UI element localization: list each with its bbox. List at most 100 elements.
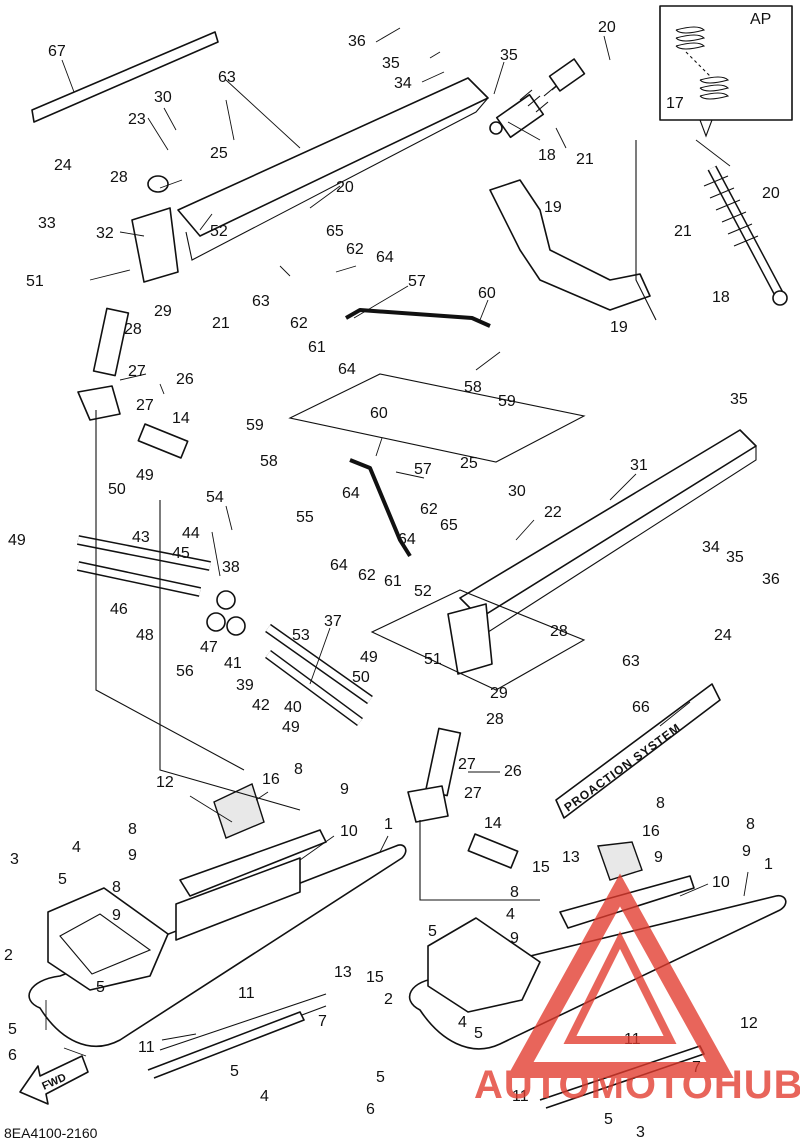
callout-9: 9	[742, 843, 751, 860]
callout-14: 14	[484, 815, 502, 832]
callout-49: 49	[136, 467, 154, 484]
callout-25: 25	[210, 145, 228, 162]
callout-23: 23	[128, 111, 146, 128]
callout-59: 59	[246, 417, 264, 434]
callout-52: 52	[210, 223, 228, 240]
callout-32: 32	[96, 225, 114, 242]
callout-28: 28	[124, 321, 142, 338]
callout-9: 9	[128, 847, 137, 864]
alt-parts-label: AP	[750, 11, 771, 28]
callout-65: 65	[326, 223, 344, 240]
ski-right	[408, 875, 787, 1109]
callout-60: 60	[478, 285, 496, 302]
callout-3: 3	[10, 851, 19, 868]
bushing-14-bottom	[467, 833, 519, 869]
callout-53: 53	[292, 627, 310, 644]
callout-48: 48	[136, 627, 154, 644]
callout-10: 10	[340, 823, 358, 840]
callout-11: 11	[138, 1039, 155, 1056]
callout-49: 49	[282, 719, 300, 736]
callout-24: 24	[54, 157, 72, 174]
shock-absorber-top	[489, 58, 586, 139]
parts-layer	[19, 5, 793, 1109]
callout-27: 27	[128, 363, 146, 380]
callout-56: 56	[176, 663, 194, 680]
callout-9: 9	[340, 781, 349, 798]
callout-29: 29	[154, 303, 172, 320]
callout-47: 47	[200, 639, 218, 656]
callout-26: 26	[504, 763, 522, 780]
callout-11: 11	[512, 1088, 529, 1105]
watermark-logo: AUTOMOTOHUB	[474, 873, 800, 1107]
tie-rod-57-lower	[349, 458, 412, 558]
callout-7: 7	[318, 1013, 327, 1030]
callout-4: 4	[72, 839, 81, 856]
callout-33: 33	[38, 215, 56, 232]
callout-27: 27	[136, 397, 154, 414]
callout-62: 62	[420, 501, 438, 518]
callout-30: 30	[154, 89, 172, 106]
tie-rod-57-upper	[345, 308, 491, 328]
spindle-16-left	[213, 783, 265, 839]
tie-rod-assembly	[76, 535, 373, 727]
callout-51: 51	[26, 273, 44, 290]
callout-28: 28	[550, 623, 568, 640]
watermark-triangle-icon	[506, 873, 734, 1078]
callout-17: 17	[666, 95, 684, 112]
callout-8: 8	[294, 761, 303, 778]
callout-50: 50	[352, 669, 370, 686]
callout-24: 24	[714, 627, 732, 644]
callout-15: 15	[366, 969, 384, 986]
callout-43: 43	[132, 529, 150, 546]
callout-12: 12	[156, 774, 174, 791]
alt-box-pointer	[699, 119, 713, 138]
callout-63: 63	[622, 653, 640, 670]
callout-61: 61	[308, 339, 326, 356]
spindle-16-right	[597, 841, 643, 881]
callout-13: 13	[562, 849, 580, 866]
callout-4: 4	[260, 1088, 269, 1105]
callout-59: 59	[498, 393, 516, 410]
guide-line-shock	[635, 140, 657, 321]
callout-1: 1	[384, 816, 393, 833]
callout-5: 5	[474, 1025, 483, 1042]
callout-21: 21	[576, 151, 594, 168]
bushing-14-top	[137, 423, 189, 459]
alt-parts-box	[659, 5, 793, 121]
callout-8: 8	[112, 879, 121, 896]
leader-lines	[45, 27, 749, 1057]
callout-13: 13	[334, 964, 352, 981]
upper-arm-left-bottom	[185, 97, 489, 261]
callout-64: 64	[342, 485, 360, 502]
callout-54: 54	[206, 489, 224, 506]
callout-49: 49	[8, 532, 26, 549]
callout-10: 10	[712, 874, 730, 891]
callout-21: 21	[674, 223, 692, 240]
callout-62: 62	[358, 567, 376, 584]
decal-strip-left	[31, 31, 219, 123]
callout-39: 39	[236, 677, 254, 694]
callout-3: 3	[636, 1124, 645, 1141]
guide-line-vertical-left-2	[159, 500, 301, 811]
fwd-arrow-icon	[19, 1055, 89, 1105]
shock-absorber-right	[703, 165, 788, 306]
callout-49: 49	[360, 649, 378, 666]
catalog-code: 8EA4100-2160	[4, 1125, 98, 1141]
callout-14: 14	[172, 410, 190, 427]
guide-line-vertical-left	[95, 410, 245, 771]
callout-21: 21	[212, 315, 230, 332]
callout-11: 11	[238, 985, 255, 1002]
callout-44: 44	[182, 525, 200, 542]
callout-8: 8	[746, 816, 755, 833]
callout-61: 61	[384, 573, 402, 590]
callout-6: 6	[366, 1101, 375, 1118]
callout-51: 51	[424, 651, 442, 668]
callout-46: 46	[110, 601, 128, 618]
callout-58: 58	[260, 453, 278, 470]
callout-15: 15	[532, 859, 550, 876]
callout-9: 9	[510, 930, 519, 947]
callout-64: 64	[376, 249, 394, 266]
callout-34: 34	[702, 539, 720, 556]
guide-box-middle	[370, 589, 586, 691]
callout-52: 52	[414, 583, 432, 600]
